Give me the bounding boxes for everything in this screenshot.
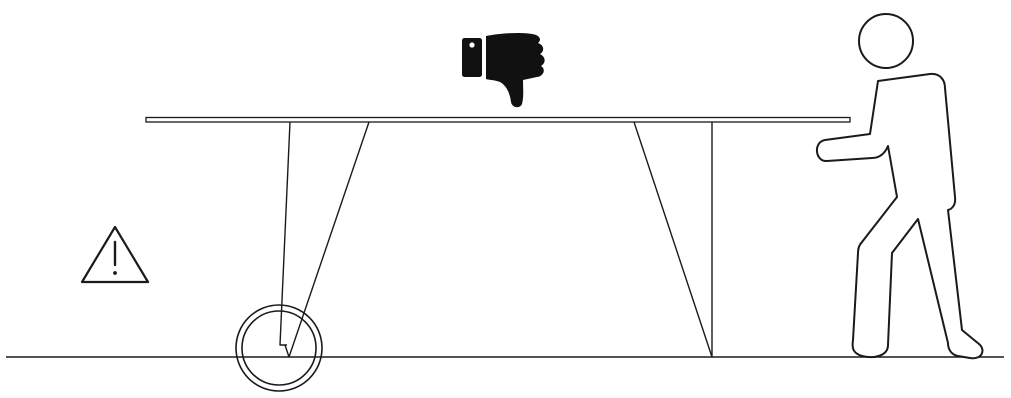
thumbs-down-icon <box>462 32 545 108</box>
person-body <box>816 72 984 360</box>
table-leg-left <box>279 121 370 358</box>
warning-triangle-icon <box>80 225 150 284</box>
table <box>145 116 851 358</box>
person-figure <box>816 13 984 360</box>
person-head <box>858 13 914 69</box>
table-top <box>145 116 851 123</box>
highlight-circle <box>235 304 323 392</box>
table-leg-right <box>633 121 713 358</box>
